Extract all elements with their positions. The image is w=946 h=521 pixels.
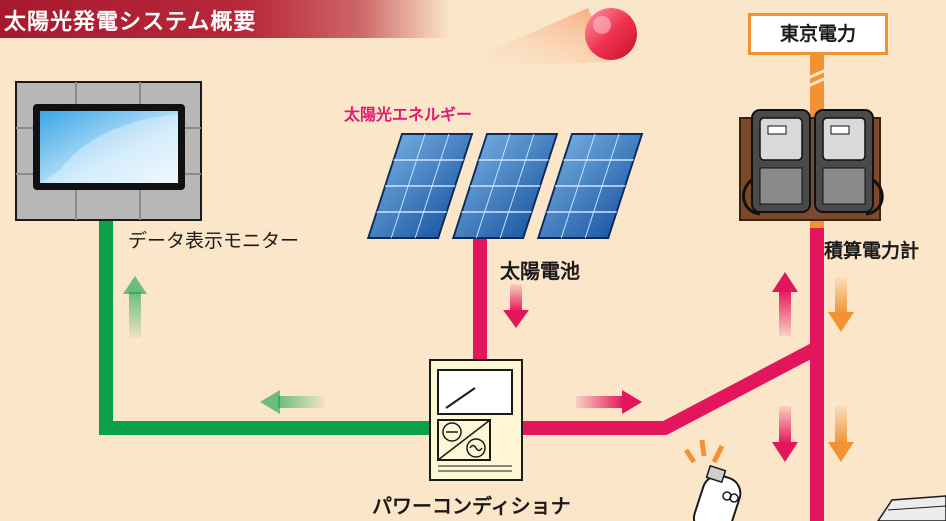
electric-meter-icon	[739, 109, 884, 221]
solar-cell-label: 太陽電池	[500, 259, 580, 283]
sun-icon	[450, 8, 637, 68]
light-bulb-character-icon	[683, 439, 742, 521]
power-conditioner-label: パワーコンディショナ	[372, 494, 571, 518]
monitor-label: データ表示モニター	[128, 230, 300, 252]
power-conditioner-icon	[429, 359, 523, 481]
monitor-icon	[15, 81, 202, 221]
page-title: 太陽光発電システム概要	[4, 10, 257, 35]
flow-arrow-icon	[123, 272, 854, 462]
data-line	[99, 210, 432, 435]
power-line	[473, 228, 824, 521]
solar-energy-label: 太陽光エネルギー	[344, 105, 473, 124]
appliance-icon	[877, 495, 946, 521]
solar-panel-icon	[366, 133, 644, 239]
title-bar: 太陽光発電システム概要	[0, 0, 450, 38]
meter-label: 積算電力計	[824, 240, 920, 262]
power-company-label: 東京電力	[748, 13, 888, 55]
